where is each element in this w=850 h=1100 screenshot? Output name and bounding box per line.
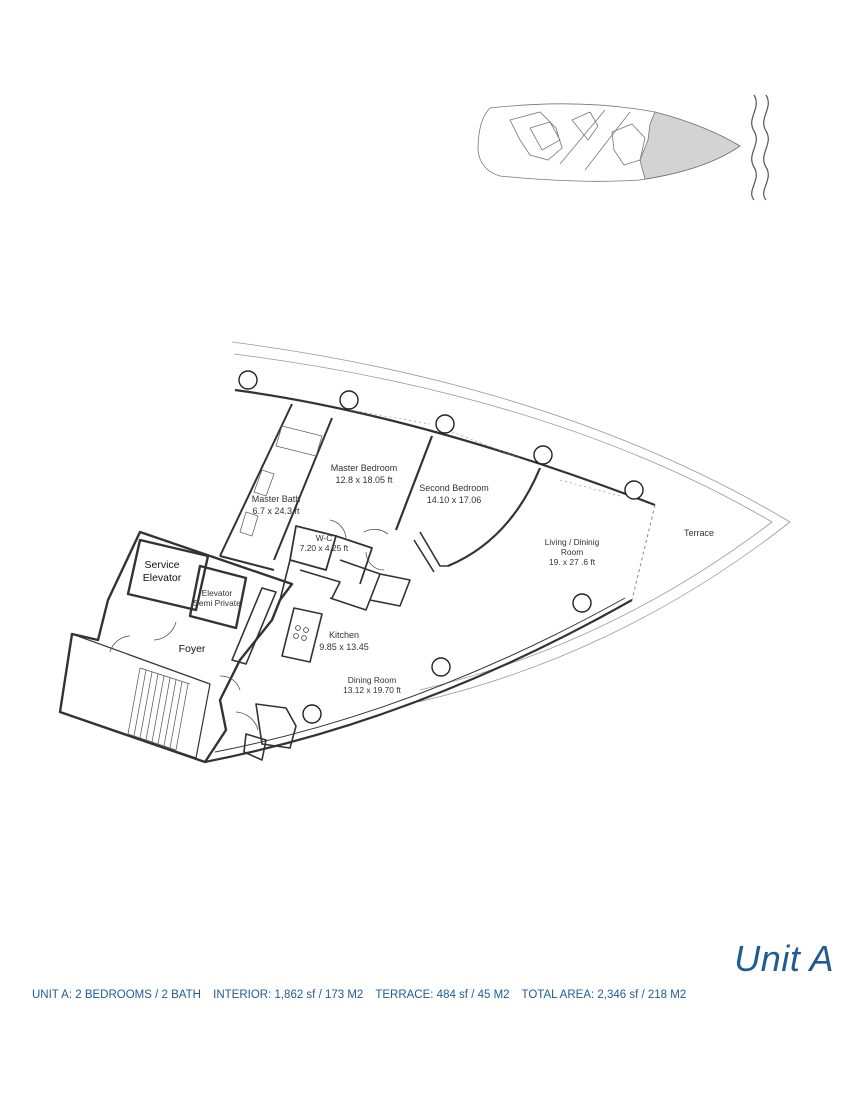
wc-name: W-C (316, 533, 333, 543)
private-elevator-shaft (188, 564, 248, 630)
private-elevator-line1: Elevator (202, 588, 233, 598)
column (572, 593, 592, 613)
room-labels: Master Bedroom 12.8 x 18.05 ft Second Be… (143, 463, 714, 695)
kitchen-island (281, 607, 323, 663)
exterior-wall-north (234, 388, 656, 507)
foyer-name: Foyer (179, 643, 206, 655)
bath-fixtures (239, 425, 323, 537)
master-bedroom-name: Master Bedroom (331, 463, 398, 473)
terrace-glass-line (631, 504, 656, 601)
key-plan (477, 94, 769, 201)
unit-plan (58, 341, 791, 764)
dining-name: Dining Room (348, 675, 396, 685)
wc-walls (289, 525, 373, 585)
door-swings (109, 519, 389, 731)
master-bath-walls (219, 403, 333, 571)
column (435, 414, 455, 434)
column (533, 445, 553, 465)
closet-walls (413, 531, 448, 573)
service-elevator-line1: Service (144, 559, 179, 571)
column (238, 370, 258, 390)
terrace-name: Terrace (684, 528, 714, 538)
hall-walls (279, 559, 411, 611)
living-size: 19. x 27 .6 ft (549, 557, 596, 567)
stair-treads (127, 667, 191, 751)
wc-size: 7.20 x 4.25 ft (300, 543, 349, 553)
summary-unit: UNIT A: 2 BEDROOMS / 2 BATH (32, 989, 201, 1001)
key-plan-inner-blocks (509, 109, 646, 171)
columns (238, 370, 644, 724)
column (624, 480, 644, 500)
south-wall-inner (214, 597, 626, 753)
unit-title: Unit A (734, 938, 834, 979)
stair-block (59, 633, 211, 759)
master-bath-name: Master Bath (252, 494, 301, 504)
key-plan-water-icon (751, 94, 769, 201)
column (431, 657, 451, 677)
cooktop (293, 625, 309, 641)
kitchen-counter (231, 587, 277, 665)
column (339, 390, 359, 410)
living-name-line1: Living / Dininig (545, 537, 600, 547)
kitchen-size: 9.85 x 13.45 (319, 642, 369, 652)
sliding-doors (349, 409, 621, 497)
key-plan-highlighted-unit (639, 111, 741, 180)
summary-interior: INTERIOR: 1,862 sf / 173 M2 (213, 989, 364, 1001)
powder-room (243, 703, 297, 761)
unit-summary: UNIT A: 2 BEDROOMS / 2 BATH INTERIOR: 1,… (32, 989, 695, 1001)
master-bath-size: 6.7 x 24.3 ft (252, 506, 300, 516)
second-bedroom-size: 14.10 x 17.06 (427, 495, 482, 505)
living-name-line2: Room (561, 547, 583, 557)
terrace-railing (231, 341, 791, 703)
dining-size: 13.12 x 19.70 ft (343, 685, 401, 695)
summary-total: TOTAL AREA: 2,346 sf / 218 M2 (521, 989, 687, 1001)
master-bedroom-size: 12.8 x 18.05 ft (335, 475, 393, 485)
column (302, 704, 322, 724)
second-bedroom-curved-wall (447, 467, 542, 568)
private-elevator-line2: Semi Private (193, 598, 241, 608)
service-elevator-line2: Elevator (143, 572, 182, 584)
summary-terrace: TERRACE: 484 sf / 45 M2 (375, 989, 510, 1001)
kitchen-name: Kitchen (329, 630, 359, 640)
second-bedroom-name: Second Bedroom (419, 483, 489, 493)
service-elevator-shaft (126, 538, 210, 612)
bedroom-partition (394, 435, 434, 531)
